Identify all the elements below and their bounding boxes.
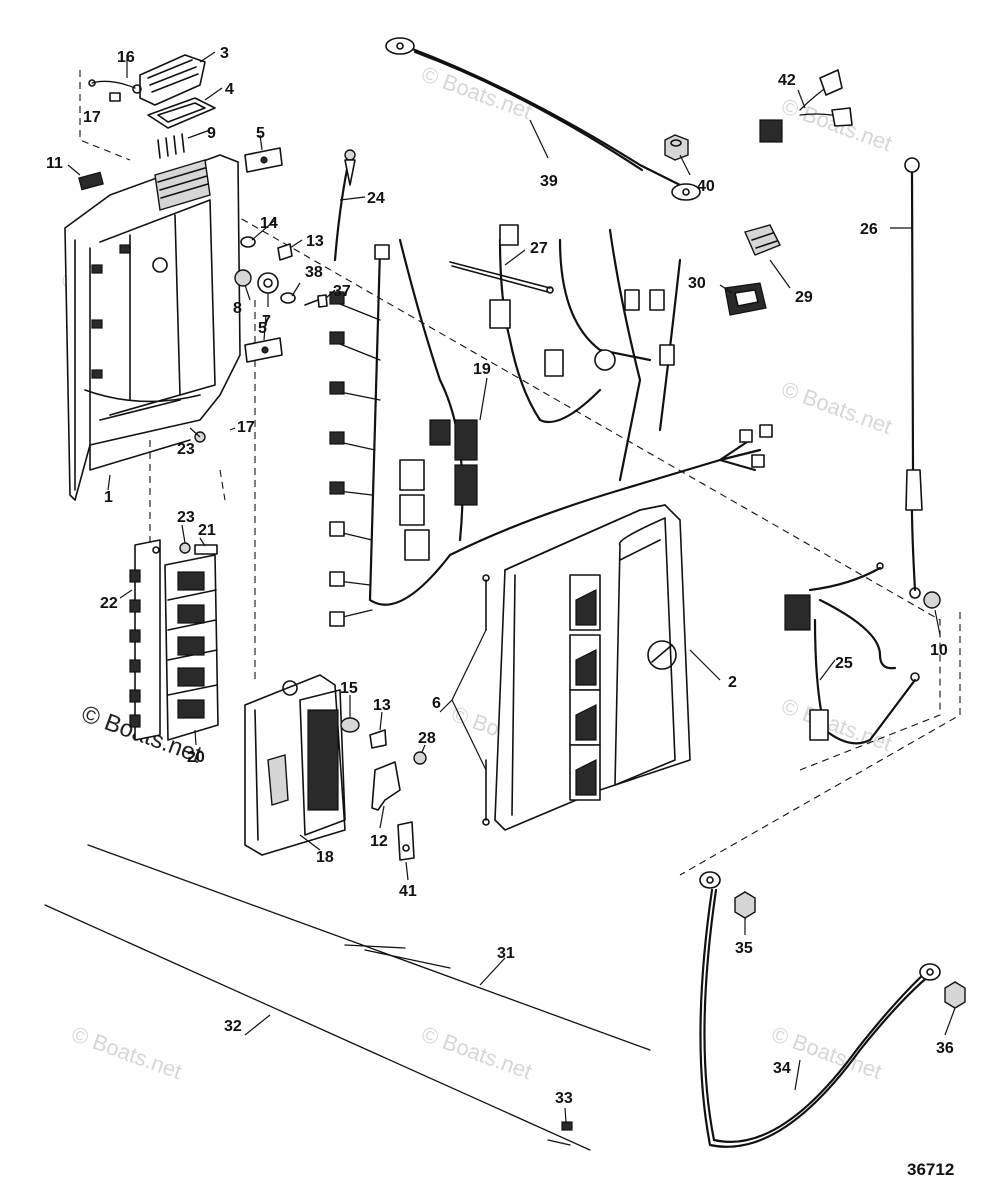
part-42-harness-adapter bbox=[759, 69, 853, 143]
watermark: © Boats.net bbox=[68, 1021, 185, 1084]
part-26-cable bbox=[904, 157, 923, 599]
callout-32: 32 bbox=[224, 1018, 242, 1035]
part-11-clip bbox=[78, 171, 104, 191]
callout-11: 11 bbox=[46, 155, 63, 172]
callout-26: 26 bbox=[860, 221, 878, 238]
callout-21: 21 bbox=[198, 522, 216, 539]
part-15-washer bbox=[340, 717, 360, 733]
part-9-pins bbox=[157, 133, 185, 159]
watermark: © Boats.net bbox=[418, 61, 535, 124]
callout-30: 30 bbox=[688, 275, 706, 292]
part-16-ground-wire bbox=[88, 79, 142, 102]
hardware-washers-screws bbox=[234, 236, 328, 308]
callout-37: 37 bbox=[333, 283, 351, 300]
part-20-relay-block bbox=[164, 554, 219, 741]
watermark: © Boats.net bbox=[778, 693, 895, 756]
part-1-electrical-bracket bbox=[64, 154, 241, 501]
part-34-battery-cable bbox=[699, 871, 941, 1148]
part-30-connector bbox=[724, 282, 767, 316]
figure-number: 36712 bbox=[907, 1160, 954, 1179]
callout-10: 10 bbox=[930, 642, 948, 659]
callout-24: 24 bbox=[367, 190, 385, 207]
callout-5: 5 bbox=[256, 125, 265, 142]
assembly-dashed-lines bbox=[79, 70, 961, 876]
callout-39: 39 bbox=[540, 173, 558, 190]
part-36-nut bbox=[944, 981, 966, 1009]
callout-40: 40 bbox=[697, 178, 715, 195]
callout-14: 14 bbox=[260, 215, 278, 232]
part-13-screw bbox=[369, 729, 387, 749]
part-5-grommet bbox=[244, 147, 283, 363]
callout-25: 25 bbox=[835, 655, 853, 672]
part-25-harness bbox=[784, 562, 920, 745]
part-39-battery-cable bbox=[385, 37, 701, 201]
part-12-bracket bbox=[371, 761, 401, 811]
watermark: © Boats.net bbox=[778, 376, 895, 439]
callout-16: 16 bbox=[117, 49, 135, 66]
part-21-fuse bbox=[194, 544, 218, 555]
callout-17b: 17 bbox=[237, 419, 255, 436]
callout-34: 34 bbox=[773, 1060, 791, 1077]
part-32-cable bbox=[44, 904, 591, 1151]
part-29-connector bbox=[744, 224, 781, 256]
part-22-bracket bbox=[129, 539, 161, 741]
callouts: 16 3 4 17 9 5 11 24 39 40 42 14 13 27 26… bbox=[46, 45, 954, 1179]
callout-15: 15 bbox=[340, 680, 358, 697]
callout-38: 38 bbox=[305, 264, 323, 281]
callout-4: 4 bbox=[225, 81, 234, 98]
callout-22: 22 bbox=[100, 595, 118, 612]
callout-13b: 13 bbox=[373, 697, 391, 714]
callout-27: 27 bbox=[530, 240, 548, 257]
callout-2: 2 bbox=[728, 674, 737, 691]
callout-18: 18 bbox=[316, 849, 334, 866]
part-4-gasket bbox=[147, 97, 216, 129]
part-24-cable bbox=[333, 149, 356, 262]
callout-41: 41 bbox=[399, 883, 417, 900]
part-2-cover bbox=[494, 504, 691, 831]
callout-33: 33 bbox=[555, 1090, 573, 1107]
part-41-strap bbox=[397, 821, 415, 861]
watermark: © Boats.net bbox=[418, 1021, 535, 1084]
callout-17: 17 bbox=[83, 109, 101, 126]
callout-35: 35 bbox=[735, 940, 753, 957]
part-10-nut bbox=[923, 591, 941, 609]
callout-13: 13 bbox=[306, 233, 324, 250]
callout-19: 19 bbox=[473, 361, 491, 378]
part-6-clips bbox=[482, 574, 490, 826]
callout-23b: 23 bbox=[177, 509, 195, 526]
callout-28: 28 bbox=[418, 730, 436, 747]
part-28-screw bbox=[413, 751, 427, 765]
callout-9: 9 bbox=[207, 125, 216, 142]
part-19-engine-harness bbox=[329, 224, 773, 627]
callout-23: 23 bbox=[177, 441, 195, 458]
callout-36: 36 bbox=[936, 1040, 954, 1057]
callout-7: 7 bbox=[262, 313, 271, 330]
callout-8: 8 bbox=[233, 300, 242, 317]
leader-lines bbox=[67, 51, 956, 1123]
part-35-nut bbox=[734, 891, 756, 919]
callout-1: 1 bbox=[104, 489, 113, 506]
part-40-nut bbox=[664, 134, 689, 161]
callout-31: 31 bbox=[497, 945, 515, 962]
callout-5b: 5 bbox=[258, 320, 267, 337]
part-3-connector-block bbox=[139, 54, 206, 106]
callout-29: 29 bbox=[795, 289, 813, 306]
part-18-ecm bbox=[244, 674, 346, 856]
callout-42: 42 bbox=[778, 72, 796, 89]
callout-12: 12 bbox=[370, 833, 388, 850]
part-33-clip bbox=[547, 1121, 573, 1146]
part-31-cable bbox=[87, 844, 651, 1051]
callout-6: 6 bbox=[432, 695, 441, 712]
callout-20: 20 bbox=[187, 749, 205, 766]
callout-3: 3 bbox=[220, 45, 229, 62]
